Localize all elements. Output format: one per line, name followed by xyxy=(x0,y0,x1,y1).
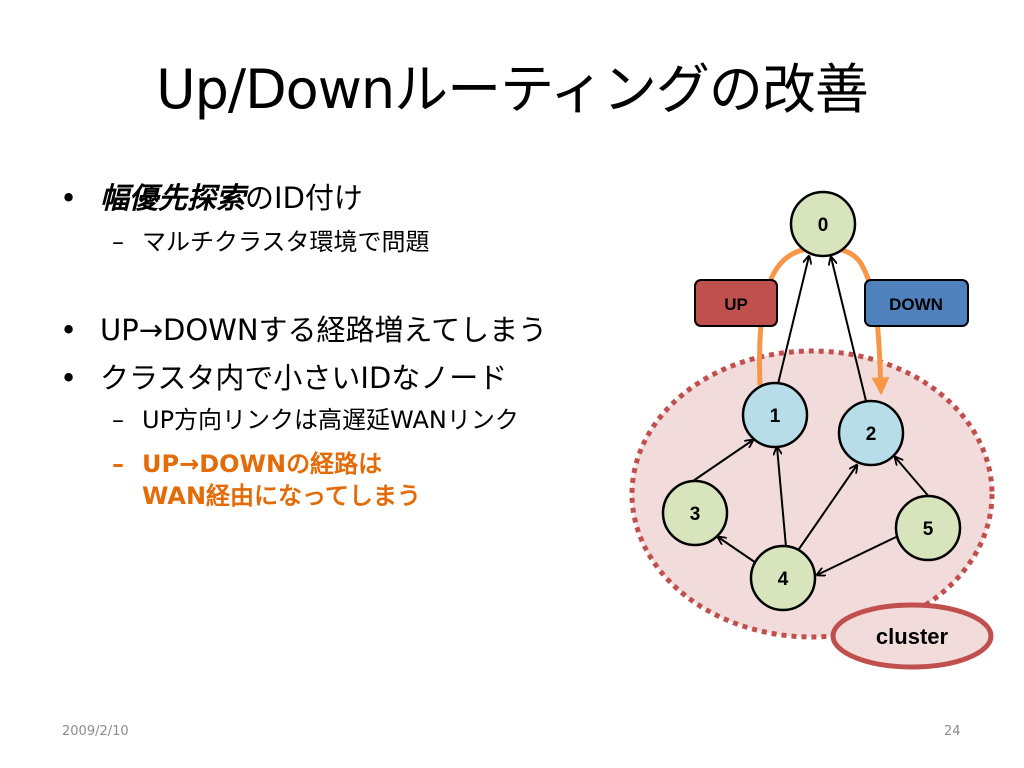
edge-2-to-0 xyxy=(831,257,867,402)
bullet-marker: • xyxy=(60,313,78,347)
sub-bullet-text-line2: WAN経由になってしまう xyxy=(142,482,421,510)
node-2: 2 xyxy=(837,399,905,467)
bullet-emphasis: 幅優先探索 xyxy=(100,181,246,215)
dash-marker: – xyxy=(112,406,124,434)
edge-4-to-1 xyxy=(777,447,787,548)
cluster-label-badge: cluster xyxy=(830,602,994,670)
node-5: 5 xyxy=(894,494,962,562)
up-label-box: UP xyxy=(694,279,778,327)
node-0-label: 0 xyxy=(818,215,829,236)
edges xyxy=(692,256,932,575)
down-label-box: DOWN xyxy=(864,279,969,327)
node-1: 1 xyxy=(741,381,809,449)
bullet-marker: • xyxy=(60,181,78,215)
edge-5-to-2 xyxy=(895,457,932,500)
edge-4-to-2 xyxy=(798,465,857,550)
node-4-label: 4 xyxy=(778,569,789,590)
bullet-marker: • xyxy=(60,361,78,395)
footer-page-number: 24 xyxy=(944,724,961,739)
node-0: 0 xyxy=(789,190,857,258)
down-label: DOWN xyxy=(889,295,943,314)
cluster-label: cluster xyxy=(876,624,949,649)
footer-date: 2009/2/10 xyxy=(62,724,129,739)
node-3: 3 xyxy=(661,479,729,547)
dash-marker: – xyxy=(112,228,124,256)
node-5-label: 5 xyxy=(923,519,934,540)
node-2-label: 2 xyxy=(866,424,877,445)
sub-bullet-text: UP方向リンクは高遅延WANリンク xyxy=(142,406,519,434)
slide-title: Up/Downルーティングの改善 xyxy=(156,58,869,121)
bullet-text: クラスタ内で小さいIDなノード xyxy=(100,361,508,395)
node-4: 4 xyxy=(749,544,817,612)
sub-bullet-text: マルチクラスタ環境で問題 xyxy=(142,228,430,256)
sub-bullet-text-line1: UP→DOWNの経路は xyxy=(142,450,383,478)
bullet-text-rest: のID付け xyxy=(245,181,363,215)
up-label: UP xyxy=(724,295,748,314)
dash-marker: – xyxy=(112,450,124,478)
node-3-label: 3 xyxy=(690,504,701,525)
bullet-text: 幅優先探索のID付け xyxy=(100,180,363,216)
edge-1-to-0 xyxy=(777,256,809,385)
bullet-text: UP→DOWNする経路増えてしまう xyxy=(100,313,548,347)
edge-3-to-1 xyxy=(692,440,753,482)
edge-5-to-4 xyxy=(817,536,897,575)
node-1-label: 1 xyxy=(770,406,781,427)
